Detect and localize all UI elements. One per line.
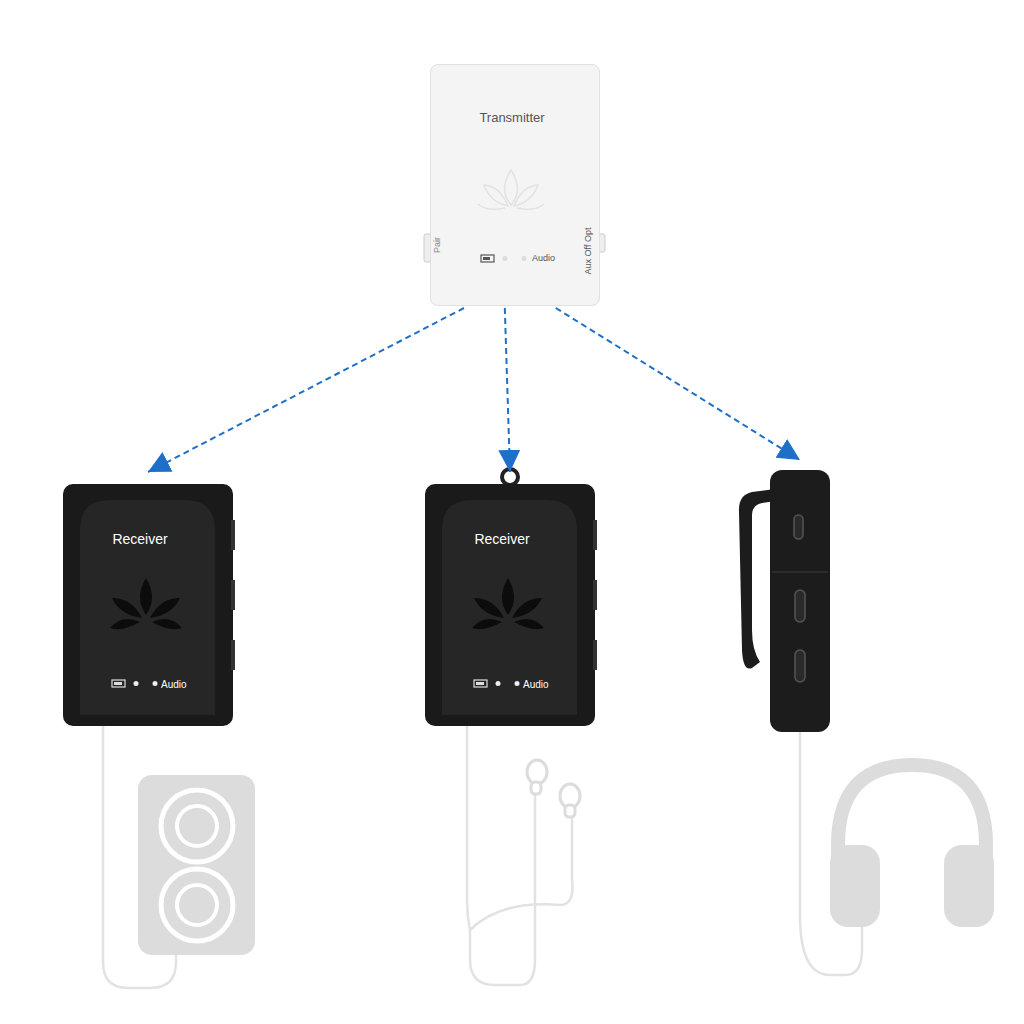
control-label: Audio <box>161 679 187 690</box>
audio-cable <box>103 726 862 988</box>
device-label: Receiver <box>474 532 529 547</box>
device-label: Receiver <box>112 532 167 547</box>
control-label: Pair <box>433 237 443 253</box>
control-label: Aux Off Opt <box>584 228 594 275</box>
wireless-link <box>148 308 464 472</box>
clip-buttons <box>772 515 828 682</box>
transmitter-box: TransmitterPair Aux Off OptAudio <box>430 64 600 306</box>
receiver-panel <box>442 500 597 715</box>
receiver-panel <box>80 500 235 715</box>
status-leds <box>481 255 527 262</box>
headphones-icon <box>830 765 994 927</box>
control-label: Audio <box>532 254 555 264</box>
earbuds-icon <box>527 760 580 817</box>
wireless-link <box>556 308 800 460</box>
speaker-icon <box>138 775 255 955</box>
lotus-logo <box>478 170 544 209</box>
control-label: Audio <box>523 679 549 690</box>
wireless-link <box>505 308 510 472</box>
device-label: Transmitter <box>479 111 544 125</box>
